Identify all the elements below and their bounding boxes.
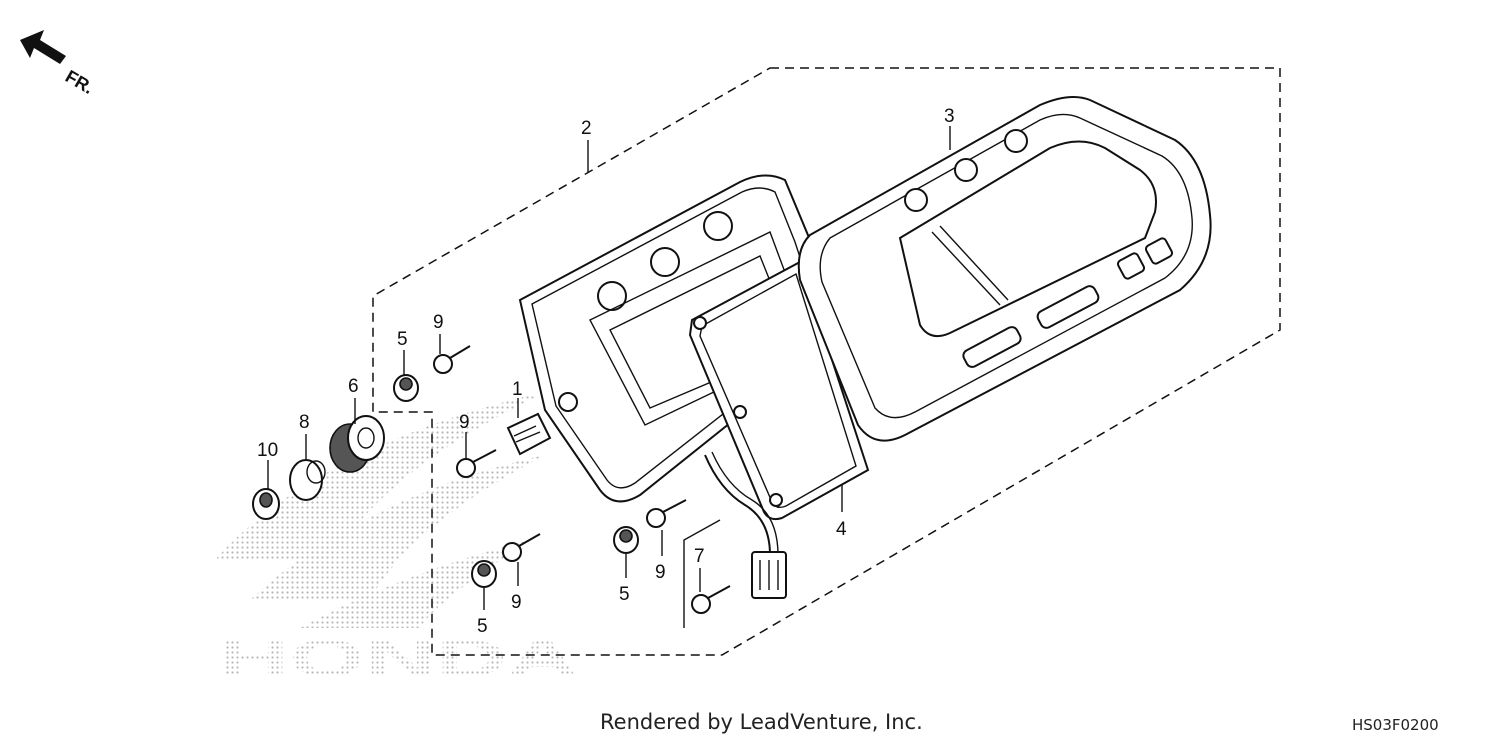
grommet (329, 415, 385, 473)
screw-9-middle (456, 449, 497, 478)
callout-3: 3 (944, 106, 955, 127)
callout-9-top: 9 (433, 312, 444, 333)
callout-10: 10 (257, 440, 278, 461)
watermark-text: HONDA (218, 630, 578, 688)
callout-7: 7 (694, 546, 705, 567)
screw-9-bottom-left (502, 533, 541, 562)
clip (506, 412, 552, 456)
callout-4: 4 (836, 519, 847, 540)
callout-1: 1 (512, 379, 523, 400)
nut-5-top (393, 374, 419, 402)
nut-10 (252, 488, 280, 520)
assembly-boundary (372, 67, 1281, 656)
screw-7 (691, 585, 731, 614)
leader-lines (267, 126, 951, 628)
meter-cover (797, 95, 1212, 442)
callout-5-bottom-right: 5 (619, 584, 630, 605)
nut-5-bottom-right (613, 526, 639, 554)
callout-8: 8 (299, 412, 310, 433)
callout-5-top: 5 (397, 329, 408, 350)
callout-labels: 1 2 3 4 5 5 5 6 7 8 9 9 9 9 10 (257, 106, 955, 637)
screw-9-top (433, 345, 471, 374)
front-arrow-icon (20, 30, 66, 64)
callout-9-middle: 9 (459, 412, 470, 433)
callout-6: 6 (348, 376, 359, 397)
collar (289, 459, 326, 501)
direction-label: FR. (62, 66, 97, 98)
screw-9-bottom-right (646, 499, 687, 528)
meter-gasket (688, 260, 870, 521)
callout-5-bottom-left: 5 (477, 616, 488, 637)
render-credit: Rendered by LeadVenture, Inc. (600, 710, 923, 734)
callout-9-bottom-right: 9 (655, 562, 666, 583)
diagram-code: HS03F0200 (1352, 716, 1439, 734)
nut-5-bottom-left (471, 560, 497, 588)
wire-harness (704, 451, 787, 599)
callout-9-bottom-left: 9 (511, 592, 522, 613)
callout-2: 2 (581, 118, 592, 139)
honda-watermark: HONDA (215, 392, 578, 688)
